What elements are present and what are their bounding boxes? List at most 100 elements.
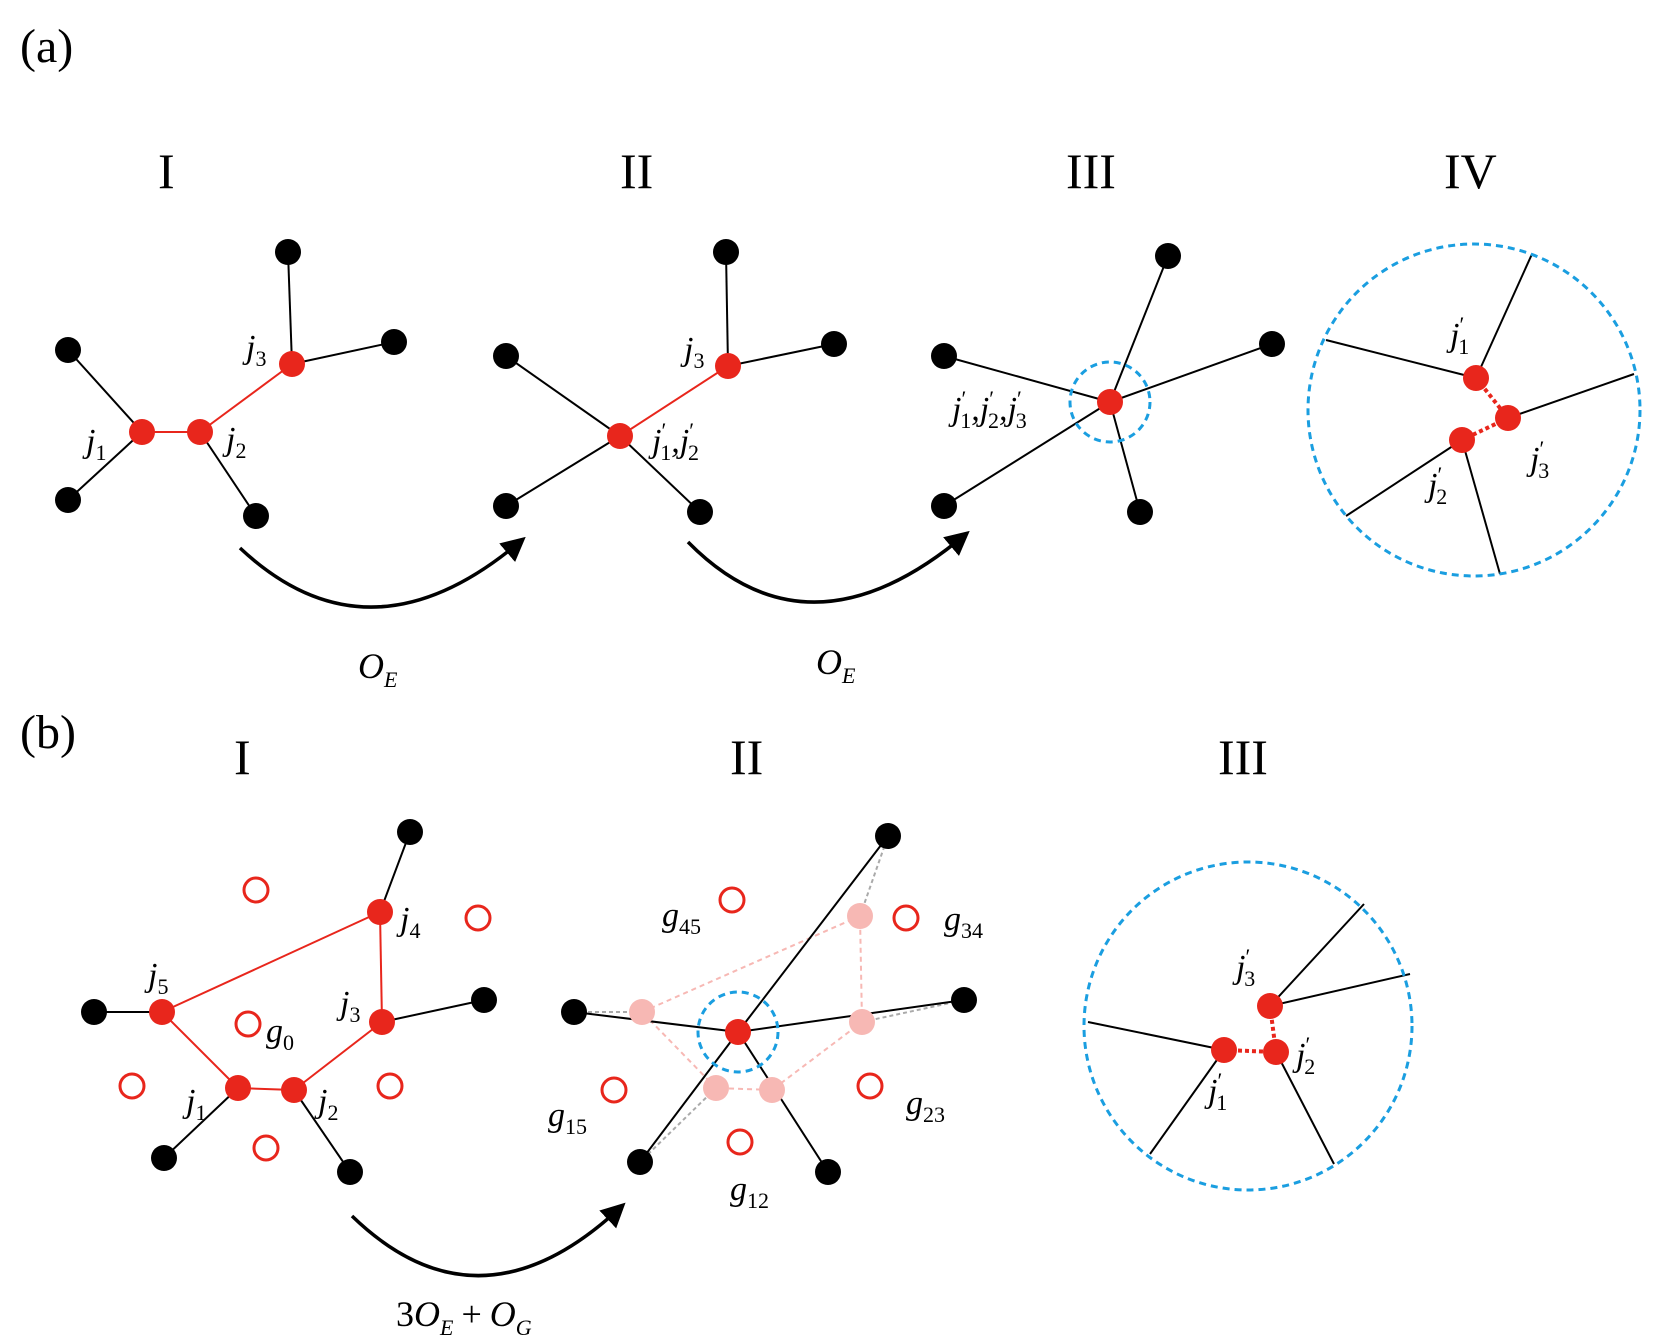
label-j2: j2 <box>314 1083 338 1125</box>
ring-edge <box>379 911 383 1023</box>
label-j5: j5 <box>144 957 168 999</box>
junction-j1 <box>129 419 155 445</box>
endpoint-node <box>493 343 519 369</box>
junction-j1 <box>225 1075 251 1101</box>
stage-b-1-label: I <box>234 729 251 785</box>
junction-j1-j2-merged <box>607 423 633 449</box>
operator-a-1-label: OE <box>358 646 398 692</box>
edge <box>1325 339 1477 379</box>
junction-j3 <box>279 351 305 377</box>
endpoint-node <box>397 819 423 845</box>
endpoint-node <box>951 987 977 1013</box>
junction-j2 <box>187 419 213 445</box>
operator-a-2-label: OE <box>816 642 856 688</box>
ring-edge <box>161 911 381 1013</box>
endpoint-node <box>875 823 901 849</box>
edge <box>1109 255 1169 403</box>
gap-node-g34 <box>892 904 920 932</box>
endpoint-node <box>471 987 497 1013</box>
endpoint-node <box>493 493 519 519</box>
ghost-junction <box>847 903 873 929</box>
label-j2p: j′2 <box>1292 1032 1315 1079</box>
gap-node-g12 <box>726 1128 754 1156</box>
endpoint-node <box>1259 331 1285 357</box>
ghost-junction <box>759 1077 785 1103</box>
label-j1: j1 <box>182 1083 206 1125</box>
stage-a-2-network: j′1,j′2 j3 <box>493 239 847 525</box>
stage-b-3-zoom: j′3 j′2 j′1 <box>1082 860 1414 1192</box>
label-g34: g34 <box>944 901 983 943</box>
focus-circle <box>696 990 780 1074</box>
edge <box>943 401 1111 507</box>
stage-b-2-network: g45 g34 g15 g23 g12 <box>548 823 983 1213</box>
edge <box>619 435 701 513</box>
edge <box>1269 903 1365 1007</box>
junction-j3p <box>1257 993 1283 1019</box>
edge <box>291 341 395 365</box>
edge <box>639 1031 739 1163</box>
panel-b: (b) I II III <box>20 706 1414 1339</box>
ring-edge <box>161 1011 239 1089</box>
endpoint-node <box>713 239 739 265</box>
stage-a-4-zoom: j′1 j′3 j′2 <box>1306 242 1642 578</box>
arrow-b <box>350 1202 626 1278</box>
edge <box>737 835 889 1033</box>
label-j3: j3 <box>680 331 704 373</box>
ghost-junction <box>629 999 655 1025</box>
label-j1p: j′1 <box>1204 1068 1227 1115</box>
label-j2p: j′2 <box>1424 462 1447 509</box>
label-j3p: j′3 <box>1526 436 1549 483</box>
junction-j4 <box>367 899 393 925</box>
zoom-circle <box>1082 860 1414 1192</box>
ghost-edge <box>639 1087 717 1163</box>
contracted-edge <box>199 363 293 433</box>
panel-a-label: (a) <box>20 20 73 73</box>
label-j3: j3 <box>336 985 360 1027</box>
stage-a-2-label: II <box>620 143 653 199</box>
edge <box>163 1087 239 1159</box>
endpoint-node <box>1127 499 1153 525</box>
stage-a-1-network: j1 j2 j3 <box>55 239 407 529</box>
edge <box>505 355 621 437</box>
edge <box>1475 253 1533 379</box>
label-j2: j2 <box>222 421 246 463</box>
edge <box>381 999 485 1023</box>
endpoint-node <box>55 337 81 363</box>
label-j3: j3 <box>242 329 266 371</box>
label-j1p-j2p-j3p: j′1,j′2,j′3 <box>948 386 1027 433</box>
label-g0: g0 <box>266 1013 294 1055</box>
junction-j3p <box>1495 405 1521 431</box>
arrow-a-1 <box>238 536 526 609</box>
endpoint-node <box>151 1145 177 1171</box>
ghost-ring <box>640 914 864 1092</box>
junction-j2p <box>1263 1039 1289 1065</box>
endpoint-node <box>561 999 587 1025</box>
panel-a: (a) I II III IV j1 j2 j3 OE <box>20 20 1642 692</box>
edge <box>737 1031 829 1173</box>
edge <box>67 431 143 501</box>
ghost-junction <box>849 1009 875 1035</box>
ghost-edge <box>861 999 965 1023</box>
junction-j2p <box>1449 427 1475 453</box>
edge <box>379 831 411 913</box>
edge <box>199 431 257 517</box>
gap-node-g45 <box>718 886 746 914</box>
endpoint-node <box>81 999 107 1025</box>
endpoint-node <box>55 487 81 513</box>
zoom-circle <box>1306 242 1642 578</box>
label-g45: g45 <box>662 897 701 939</box>
label-j1: j1 <box>82 423 106 465</box>
junction-j1p <box>1211 1037 1237 1063</box>
label-j3p: j′3 <box>1232 944 1255 991</box>
label-g15: g15 <box>548 1097 587 1139</box>
endpoint-node <box>815 1159 841 1185</box>
edge <box>67 349 143 433</box>
edge <box>1461 439 1501 575</box>
junction-j5 <box>149 999 175 1025</box>
gap-node-g0 <box>234 1010 262 1038</box>
gap-node <box>242 876 270 904</box>
edge <box>287 251 293 365</box>
endpoint-node <box>337 1159 363 1185</box>
junction-merged <box>725 1019 751 1045</box>
